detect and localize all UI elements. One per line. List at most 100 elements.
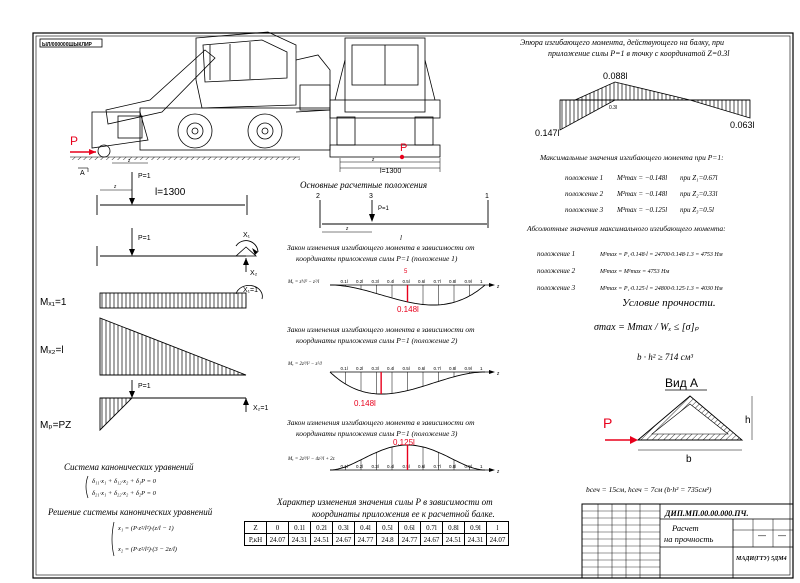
sheet-frame	[32, 32, 794, 579]
epure-title: Эпюра изгибающего момента, действующего …	[520, 38, 724, 47]
title-name-1: Расчет	[671, 523, 699, 533]
force-table-cell: 24.31	[288, 533, 311, 546]
force-point	[399, 154, 405, 160]
tick-label: 0.9l	[465, 279, 472, 284]
solution-title: Решение системы канонических уравнений	[47, 507, 213, 517]
tick-label: 0.7l	[434, 464, 441, 469]
tick-label: 0.8l	[449, 279, 456, 284]
title-block	[581, 503, 794, 579]
view-a-title: Вид А	[665, 376, 698, 390]
top-stamp: ЫЛ/000000ШЫКЛИР	[42, 42, 93, 48]
title-org: МАДИ(ГТУ) 5ДМ4	[735, 555, 787, 562]
tick-label: 0.7l	[434, 279, 441, 284]
svg-text:при Z₁=0.67l: при Z₁=0.67l	[680, 174, 718, 182]
loader-side-view	[70, 31, 331, 158]
svg-text:P: P	[400, 142, 407, 154]
law3-title: Закон изменения изгибающего момента в за…	[287, 418, 475, 427]
svg-text:M³max = −0.125l: M³max = −0.125l	[616, 206, 667, 214]
svg-text:X₁: X₁	[243, 232, 251, 239]
svg-text:δ₁₁·x₁ + δ₁₂·x₂ + δ₁P = 0: δ₁₁·x₁ + δ₁₂·x₂ + δ₁P = 0	[92, 478, 157, 485]
force-table-header-cell: 0.1l	[288, 521, 311, 534]
epure-label-mx1: Mₓ₁=1	[40, 297, 67, 308]
plot-axis-label: z	[496, 371, 500, 377]
force-table-cell: 24.77	[398, 533, 421, 546]
svg-text:h: h	[745, 415, 751, 426]
main-positions-beam	[319, 200, 489, 233]
svg-text:M³max = P₁·0.125·l = 24800·0.1: M³max = P₁·0.125·l = 24800·0.125·1.3 = 4…	[599, 285, 723, 292]
tick-label: 0.2l	[356, 464, 363, 469]
moment-curve	[329, 371, 485, 395]
svg-text:z: z	[127, 158, 131, 164]
svg-text:z: z	[113, 184, 117, 190]
tick-label: 1	[480, 279, 483, 284]
force-table-cell: 24.8	[376, 533, 399, 546]
epure-mx2	[99, 317, 247, 376]
svg-text:координаты приложения ее к рас: координаты приложения ее к расчетной бал…	[312, 509, 495, 519]
svg-text:5: 5	[404, 269, 408, 275]
svg-text:P=1: P=1	[378, 206, 390, 212]
svg-text:X₁=1: X₁=1	[243, 287, 258, 294]
tick-label: 0.3l	[372, 464, 379, 469]
epure-mx1	[99, 292, 247, 309]
epure-label-mx2: Mₓ₂=l	[40, 345, 64, 356]
force-table-cell: 24.51	[442, 533, 465, 546]
force-table-header-cell: 0.6l	[398, 521, 421, 534]
force-table-cell: 24.07	[486, 533, 509, 546]
force-table-header-cell: 0	[266, 521, 289, 534]
svg-text:при Z₂=0.33l: при Z₂=0.33l	[680, 190, 718, 198]
tick-label: 0.1l	[341, 279, 348, 284]
force-table-header-cell: 0.7l	[420, 521, 443, 534]
svg-text:x₂ = (P·z²/l²)·(3 − 2z/l): x₂ = (P·z²/l²)·(3 − 2z/l)	[117, 546, 177, 553]
svg-text:l=1300: l=1300	[155, 187, 186, 198]
strength-bh: b · h² ≥ 714 см³	[637, 352, 693, 362]
force-table-header-cell: 0.8l	[442, 521, 465, 534]
tick-label: 0.9l	[465, 366, 472, 371]
epure-right-value: 0.063l	[730, 120, 755, 130]
strength-title: Условие прочности.	[622, 297, 716, 309]
svg-text:z: z	[371, 157, 375, 163]
tick-label: 0.2l	[356, 279, 363, 284]
svg-text:X₂=1: X₂=1	[253, 405, 268, 412]
tick-label: 0.6l	[418, 279, 425, 284]
plot-axis-label: z	[496, 284, 500, 290]
svg-text:z: z	[345, 226, 349, 232]
view-a-section	[636, 395, 753, 451]
ground-hatch	[70, 157, 300, 160]
canonical-title: Система канонических уравнений	[64, 462, 194, 472]
svg-text:координаты приложения силы P=1: координаты приложения силы P=1 (положени…	[296, 429, 458, 438]
tick-label: 0.5l	[403, 366, 410, 371]
svg-text:0.3l: 0.3l	[609, 105, 617, 111]
force-table-cell: 24.51	[310, 533, 333, 546]
law1-max: 0.148l	[397, 305, 419, 314]
epure-label-mp: Mₚ=PZ	[40, 420, 71, 431]
tick-label: 0.3l	[372, 366, 379, 371]
epure-mp	[99, 397, 134, 432]
front-length-label: l=1300	[380, 168, 401, 175]
svg-text:X₂: X₂	[250, 270, 258, 277]
title-code: ДИП.МП.00.00.000.ПЧ.	[664, 509, 748, 518]
tick-label: 0.2l	[356, 366, 363, 371]
svg-text:положение 1: положение 1	[537, 250, 575, 258]
svg-text:M¹max = −0.148l: M¹max = −0.148l	[616, 174, 667, 182]
main-positions-title: Основные расчетные положения	[300, 180, 427, 190]
tick-label: 0.8l	[449, 366, 456, 371]
svg-text:P: P	[603, 415, 612, 431]
force-table-cell: 24.77	[354, 533, 377, 546]
law2-title: Закон изменения изгибающего момента в за…	[287, 325, 475, 334]
law1-title: Закон изменения изгибающего момента в за…	[287, 243, 475, 252]
svg-text:при Z₃=0.5l: при Z₃=0.5l	[680, 206, 714, 214]
tick-label: 0.5l	[403, 464, 410, 469]
svg-text:1: 1	[485, 193, 489, 200]
force-table-cell: 24.31	[464, 533, 487, 546]
svg-text:l: l	[400, 234, 402, 242]
epure-left-value: 0.147l	[535, 128, 560, 138]
tick-label: 0.8l	[449, 464, 456, 469]
law2-max: 0.148l	[354, 399, 376, 408]
plot-axis-label: z	[496, 469, 500, 475]
moment-curve	[330, 284, 486, 306]
